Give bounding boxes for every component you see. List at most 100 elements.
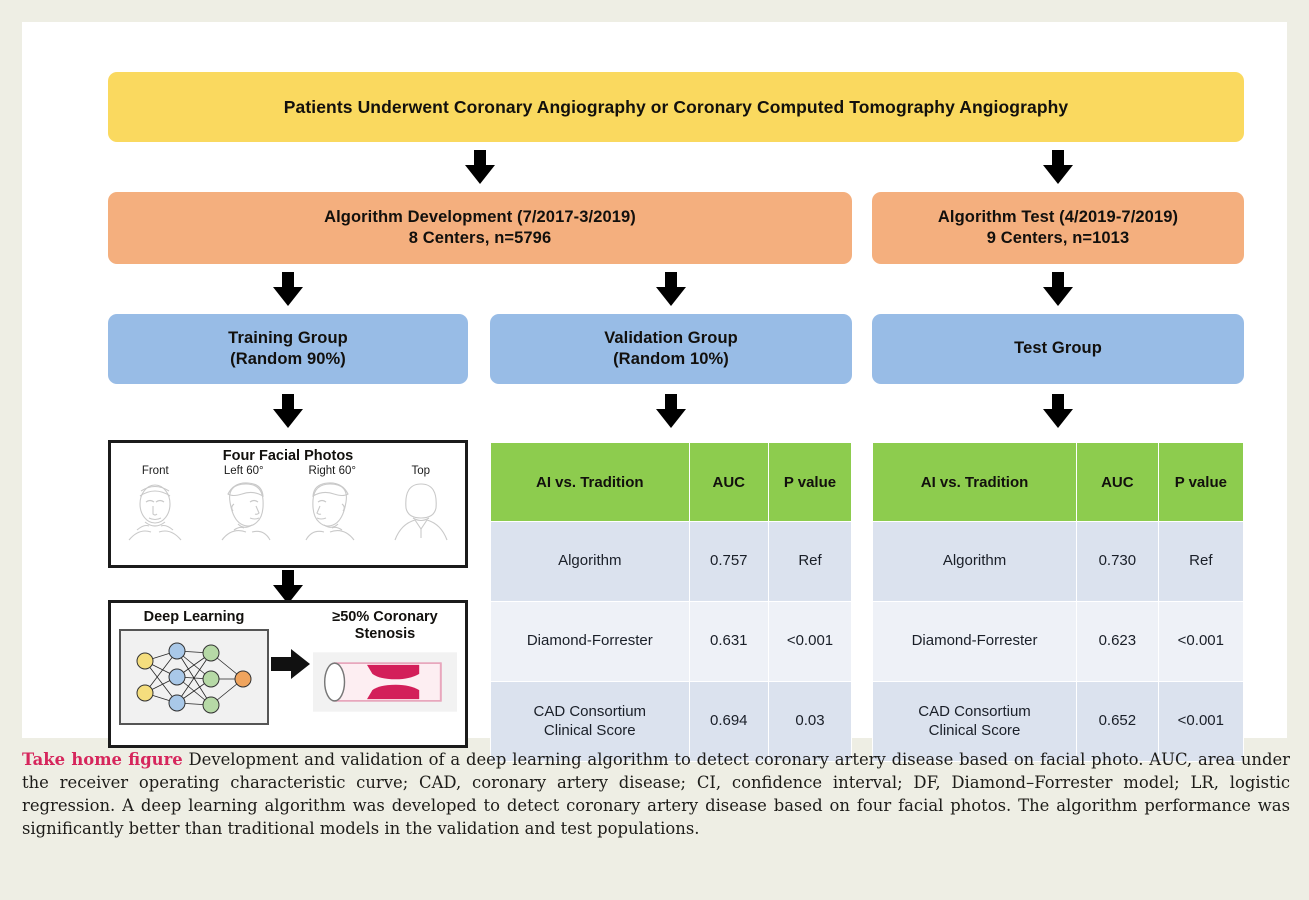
table-row: CAD Consortium Clinical Score 0.652 <0.0…	[871, 681, 1245, 762]
arrow-validation-to-table	[656, 394, 686, 428]
validation-group-line1: Validation Group	[604, 328, 738, 347]
algorithm-development-line1: Algorithm Development (7/2017-3/2019)	[324, 207, 636, 226]
arrow-right-icon	[271, 649, 310, 679]
cell-model-line2: Clinical Score	[928, 721, 1021, 739]
arrow-shaft	[1052, 150, 1064, 167]
cell-pvalue: Ref	[1157, 521, 1245, 602]
cell-model: Algorithm	[871, 521, 1078, 602]
figure-caption: Take home figure Development and validat…	[22, 748, 1290, 841]
arrow-development-to-training	[273, 272, 303, 306]
col-header-model: AI vs. Tradition	[871, 442, 1078, 522]
faces-row: Front	[111, 465, 465, 547]
stenosis-outcome-line1: ≥50% Coronary	[332, 609, 438, 625]
deep-learning-grid: Deep Learning	[119, 609, 457, 745]
arrow-shaft	[282, 394, 294, 411]
cell-pvalue: 0.03	[767, 681, 853, 762]
validation-results-table: AI vs. Tradition AUC P value Algorithm 0…	[490, 442, 853, 762]
test-group-box: Test Group	[872, 314, 1244, 384]
arrow-head	[656, 287, 686, 306]
test-group-label: Test Group	[1014, 339, 1102, 358]
face-cell-top: Top	[379, 465, 463, 547]
cell-pvalue: <0.001	[767, 601, 853, 682]
arrow-head	[273, 287, 303, 306]
arrow-shaft	[474, 150, 486, 167]
face-cell-right60: Right 60°	[290, 465, 374, 547]
deep-learning-panel: Deep Learning	[108, 600, 468, 748]
algorithm-test-line1: Algorithm Test (4/2019-7/2019)	[937, 207, 1179, 226]
table-header-row: AI vs. Tradition AUC P value	[490, 442, 853, 522]
four-facial-photos-panel: Four Facial Photos Front	[108, 440, 468, 568]
col-header-pvalue: P value	[767, 442, 853, 522]
cell-model: Algorithm	[490, 521, 690, 602]
cell-auc: 0.694	[688, 681, 769, 762]
arrow-header-to-development	[465, 150, 495, 184]
caption-lead-label: Take home figure	[22, 750, 183, 769]
cell-auc: 0.652	[1076, 681, 1159, 762]
col-header-auc: AUC	[1076, 442, 1159, 522]
face-label-right60: Right 60°	[308, 465, 356, 477]
cell-pvalue: <0.001	[1157, 681, 1245, 762]
figure-canvas: Patients Underwent Coronary Angiography …	[22, 22, 1287, 762]
deep-learning-title: Deep Learning	[143, 609, 245, 625]
test-results-table: AI vs. Tradition AUC P value Algorithm 0…	[871, 442, 1245, 762]
face-label-top: Top	[411, 465, 431, 477]
deep-learning-left: Deep Learning	[119, 609, 269, 725]
cell-model: Diamond-Forrester	[871, 601, 1078, 682]
arrow-shaft	[282, 272, 294, 289]
arrow-head	[465, 165, 495, 184]
training-group-box: Training Group (Random 90%)	[108, 314, 468, 384]
arrow-head	[1043, 165, 1073, 184]
arrow-head	[273, 409, 303, 428]
training-group-line2: (Random 90%)	[230, 350, 346, 368]
table-row: Diamond-Forrester 0.623 <0.001	[871, 601, 1245, 682]
cell-auc: 0.730	[1076, 521, 1159, 602]
arrow-shaft	[282, 570, 294, 587]
face-label-front: Front	[141, 465, 169, 477]
cell-auc: 0.623	[1076, 601, 1159, 682]
table-row: CAD Consortium Clinical Score 0.694 0.03	[490, 681, 853, 762]
arrow-head	[1043, 287, 1073, 306]
face-left60-icon	[221, 482, 271, 541]
arrow-development-to-validation	[656, 272, 686, 306]
training-group-line1: Training Group	[228, 328, 348, 347]
arrow-head	[273, 585, 303, 604]
col-header-auc: AUC	[688, 442, 769, 522]
deep-learning-right: ≥50% Coronary Stenosis	[313, 609, 457, 724]
caption-body-text: Development and validation of a deep lea…	[22, 750, 1290, 839]
algorithm-test-line2: 9 Centers, n=1013	[986, 229, 1130, 247]
neural-network-frame	[119, 628, 269, 725]
cell-pvalue: Ref	[767, 521, 853, 602]
algorithm-test-box: Algorithm Test (4/2019-7/2019) 9 Centers…	[872, 192, 1244, 264]
validation-group-box: Validation Group (Random 10%)	[490, 314, 852, 384]
col-header-model: AI vs. Tradition	[490, 442, 690, 522]
arrow-head	[1043, 409, 1073, 428]
face-label-left60: Left 60°	[223, 465, 264, 477]
cell-model-line1: CAD Consortium	[918, 702, 1031, 720]
table-header-row: AI vs. Tradition AUC P value	[871, 442, 1245, 522]
table-row: Algorithm 0.757 Ref	[490, 521, 853, 602]
arrow-shaft	[1052, 272, 1064, 289]
arrow-shaft	[1052, 394, 1064, 411]
face-cell-front: Front	[113, 465, 197, 547]
coronary-stenosis-icon	[313, 652, 457, 713]
deep-learning-arrow-cell	[269, 609, 313, 681]
cell-pvalue: <0.001	[1157, 601, 1245, 682]
arrow-header-to-test	[1043, 150, 1073, 184]
cell-auc: 0.757	[688, 521, 769, 602]
faces-panel-title: Four Facial Photos	[222, 448, 354, 464]
cell-model-line1: CAD Consortium	[533, 702, 647, 720]
table-row: Algorithm 0.730 Ref	[871, 521, 1245, 602]
arrow-head	[656, 409, 686, 428]
face-front-icon	[128, 484, 182, 541]
cell-model-line2: Clinical Score	[543, 721, 636, 739]
face-top-icon	[394, 483, 448, 541]
face-right60-icon	[305, 482, 355, 541]
header-box: Patients Underwent Coronary Angiography …	[108, 72, 1244, 142]
cell-model: Diamond-Forrester	[490, 601, 690, 682]
algorithm-development-box: Algorithm Development (7/2017-3/2019) 8 …	[108, 192, 852, 264]
stenosis-outcome-line2: Stenosis	[354, 625, 416, 642]
header-box-label: Patients Underwent Coronary Angiography …	[283, 96, 1069, 117]
arrow-test-group-to-table	[1043, 394, 1073, 428]
arrow-shaft	[665, 272, 677, 289]
cell-auc: 0.631	[688, 601, 769, 682]
